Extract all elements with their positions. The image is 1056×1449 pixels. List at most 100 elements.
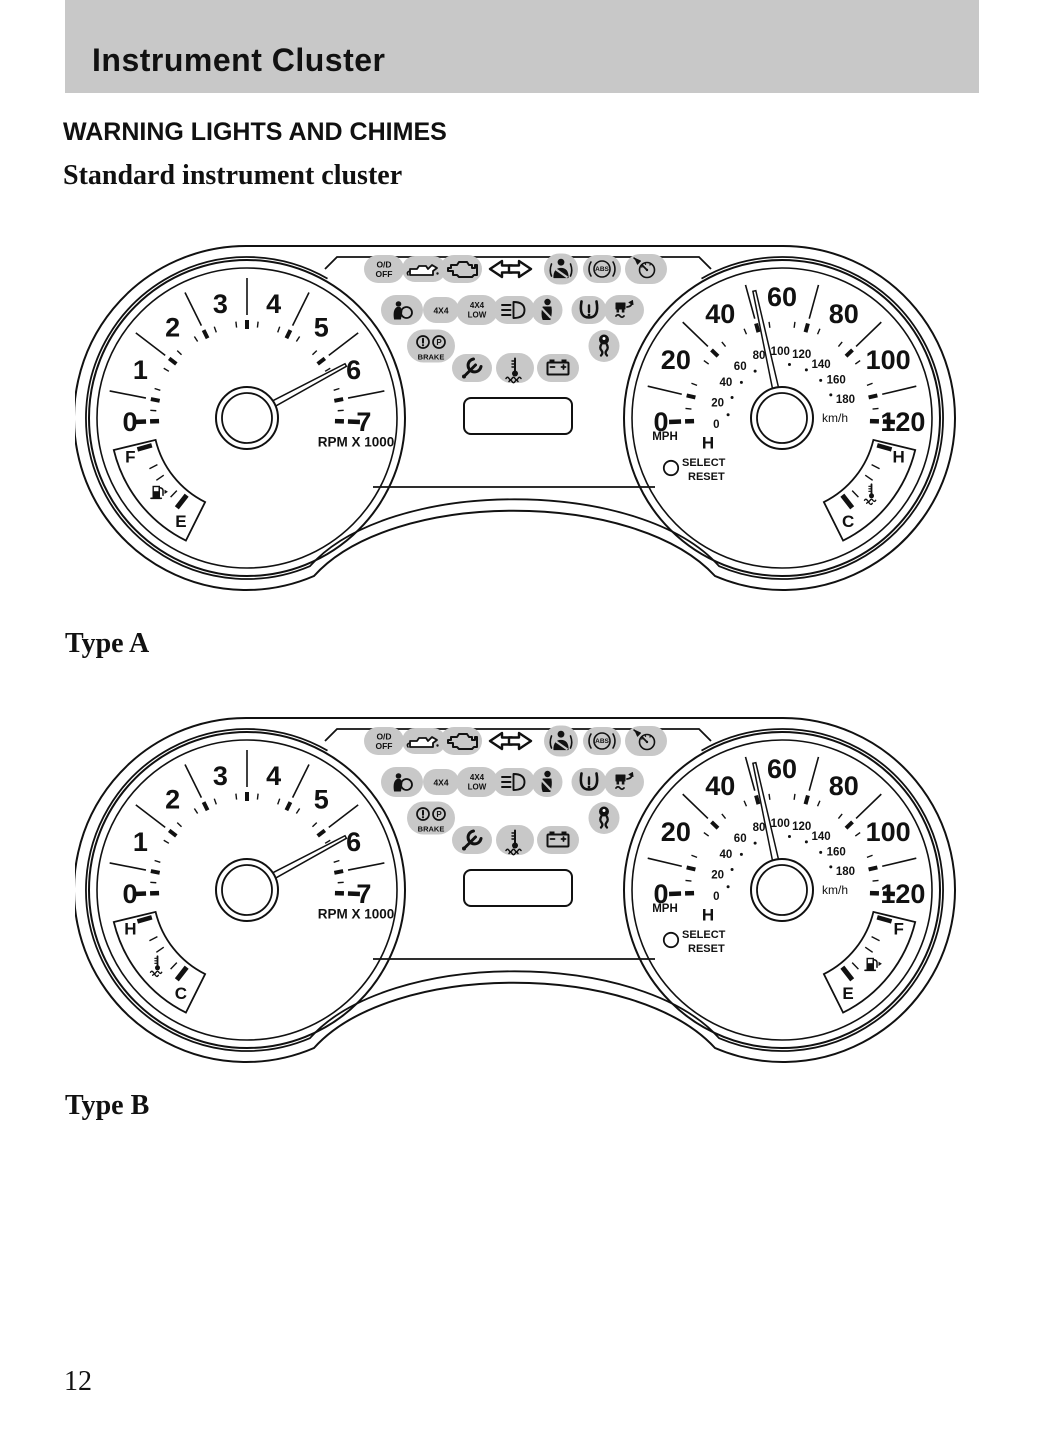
tachometer-number: 3 [213, 289, 228, 319]
speedometer-number: 40 [705, 299, 735, 329]
kmh-number: 140 [811, 359, 830, 371]
abs-icon: ABS [583, 255, 621, 283]
subdial-bottom-label: C [175, 984, 187, 1003]
od-off-text: O/D [376, 260, 391, 270]
subdial-top-label: H [893, 448, 905, 467]
fuel-gauge: FE [112, 438, 207, 542]
turn-signal-right-icon [507, 731, 533, 751]
battery-icon [537, 354, 579, 382]
airbag-icon [381, 767, 423, 797]
reset-label: RESET [688, 471, 725, 483]
kmh-number: 180 [836, 394, 855, 406]
speedometer-ticks [647, 756, 917, 897]
indicator-pill [456, 767, 498, 797]
subdial-top-label: H [124, 920, 136, 939]
indicator-pill [440, 727, 482, 755]
tachometer-number: 0 [123, 407, 138, 437]
fuel-pump-icon [866, 957, 874, 970]
kmh-number: 60 [734, 361, 747, 373]
safety-belt-icon [544, 253, 578, 285]
tachometer-number: 3 [213, 761, 228, 791]
tachometer-number: 0 [123, 879, 138, 909]
od-off-text: OFF [376, 269, 393, 279]
high-beam-icon [493, 768, 535, 796]
cluster-inner-outline [85, 256, 944, 580]
mph-unit-label: MPH [652, 903, 678, 915]
tachometer-number: 5 [314, 313, 329, 343]
fuel-arrow-icon [878, 961, 882, 966]
stability-control-icon [604, 767, 644, 797]
fuel-pump-icon [152, 485, 160, 498]
chapter-title: Instrument Cluster [92, 42, 386, 78]
tachometer-number: 7 [356, 879, 371, 909]
odometer-window [463, 869, 573, 907]
select-label: SELECT [682, 929, 726, 941]
kmh-number: 80 [753, 350, 766, 362]
4x4-text: 4X4 [433, 306, 448, 316]
check-engine-icon [440, 727, 482, 755]
kmh-number: 20 [711, 869, 724, 881]
indicator-pill [537, 826, 579, 854]
airbag-icon [381, 295, 423, 325]
kmh-number: 0 [713, 891, 719, 903]
turn-signal-left-icon [488, 259, 514, 279]
tachometer-number: 5 [314, 785, 329, 815]
tachometer-number: 1 [133, 355, 148, 385]
kmh-number: 120 [792, 349, 811, 361]
select-reset-knob [662, 459, 680, 477]
tachometer-unit-label: RPM X 1000 [318, 907, 395, 922]
speedometer-number: 60 [767, 282, 797, 312]
speedometer-number: 20 [661, 345, 691, 375]
speedometer-number: 40 [705, 771, 735, 801]
tachometer-number: 2 [165, 785, 180, 815]
tachometer-number: 1 [133, 827, 148, 857]
tachometer-number: 6 [346, 827, 361, 857]
indicator-pill [440, 255, 482, 283]
cluster-outline [73, 244, 956, 591]
high-beam-icon [493, 296, 535, 324]
page-number: 12 [64, 1366, 92, 1397]
indicator-pill [583, 727, 621, 755]
kmh-number: 60 [734, 833, 747, 845]
4x4-low-text: 4X4 [470, 301, 485, 310]
battery-icon [537, 826, 579, 854]
kmh-number: 160 [827, 846, 846, 858]
kmh-number: 40 [720, 377, 733, 389]
tachometer-ticks [109, 750, 385, 897]
abs-text: ABS [595, 266, 609, 273]
od-off-text: OFF [376, 741, 393, 751]
tachometer-number: 2 [165, 313, 180, 343]
mph-unit-label: MPH [652, 431, 678, 443]
speedometer-number: 120 [880, 407, 925, 437]
indicator-pill [588, 330, 620, 362]
indicator-pill [423, 769, 459, 795]
subdial-bottom-label: E [842, 984, 853, 1003]
turn-signal-right-icon [507, 259, 533, 279]
od-off-text: O/D [376, 732, 391, 742]
4x4-low-text: 4X4 [470, 773, 485, 782]
indicator-pill [456, 295, 498, 325]
kmh-number: 160 [827, 374, 846, 386]
indicator-pill [364, 255, 404, 283]
subdial-bottom-label: C [842, 512, 854, 531]
tachometer-unit-label: RPM X 1000 [318, 435, 395, 450]
indicator-pill [537, 354, 579, 382]
seatbelt-reminder-icon [531, 295, 563, 325]
subsection-heading: Standard instrument cluster [63, 160, 403, 191]
temperature-gauge: HC [112, 910, 207, 1014]
kmh-number: 80 [753, 822, 766, 834]
kmh-number: 140 [811, 831, 830, 843]
indicator-pill [588, 802, 620, 834]
tachometer-number: 4 [266, 761, 281, 791]
abs-text: ABS [595, 738, 609, 745]
